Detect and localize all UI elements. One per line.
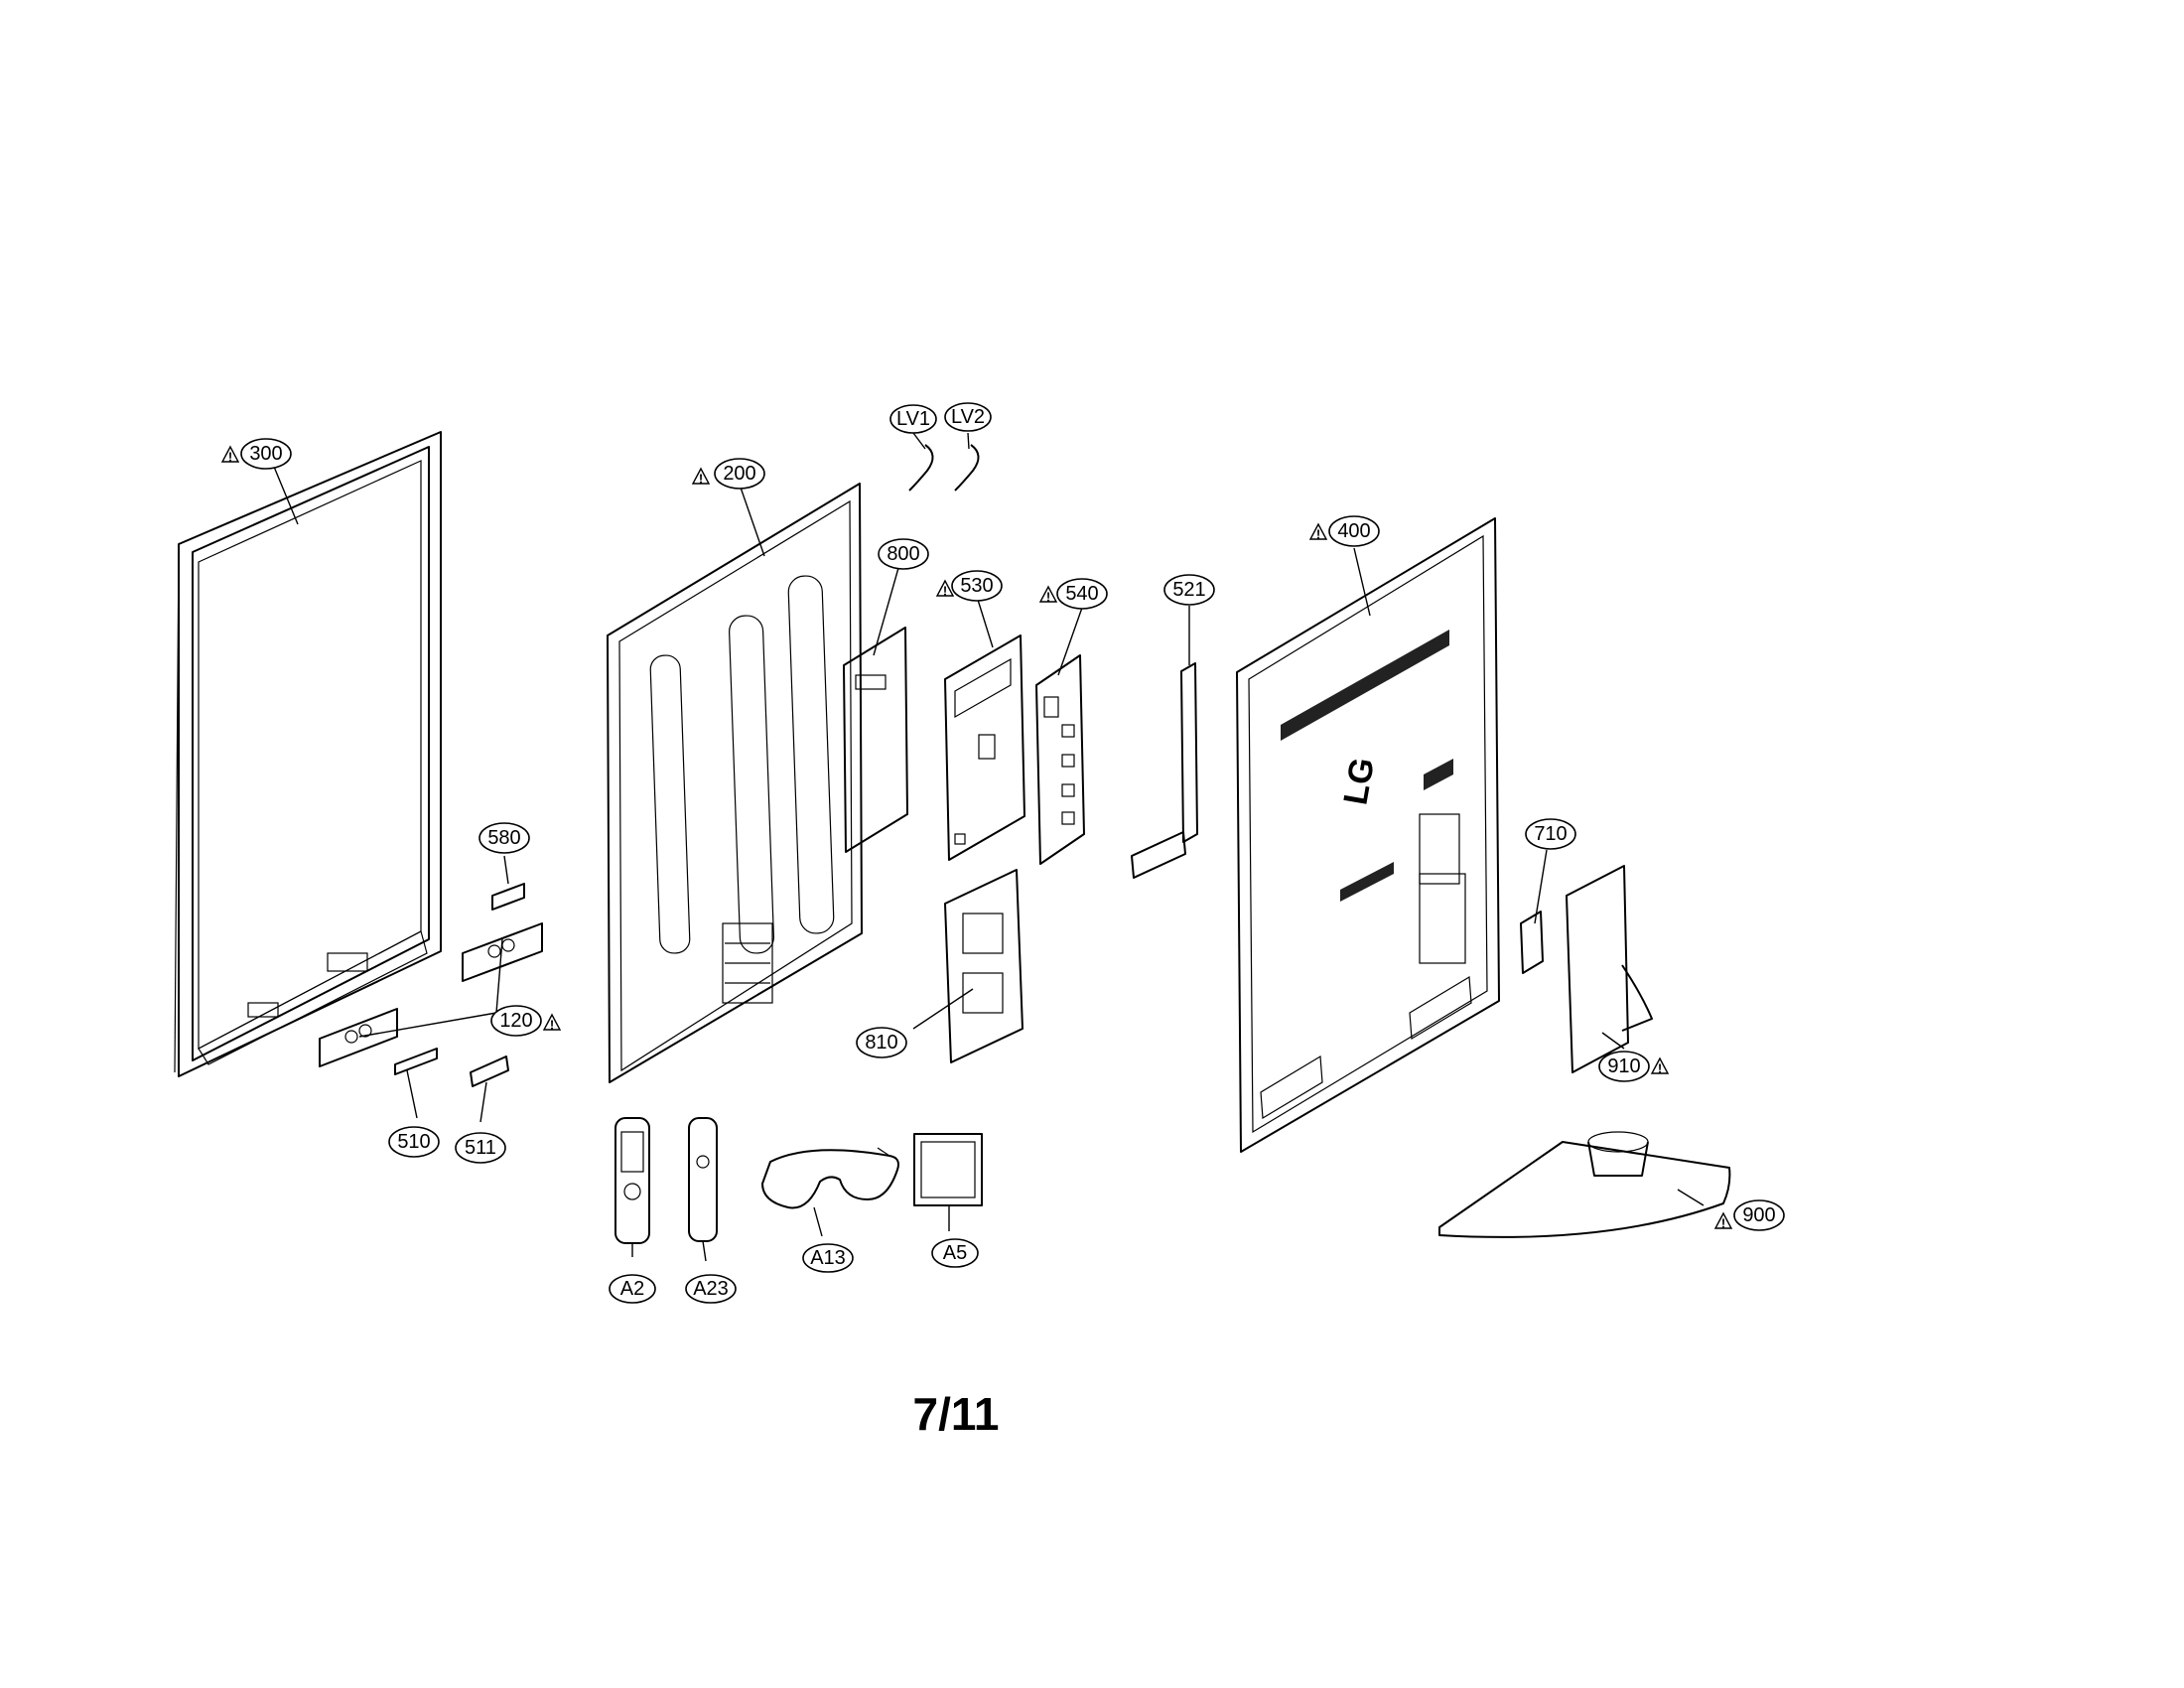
- callout-810: 810: [856, 1027, 907, 1058]
- callout-800: 800: [878, 538, 929, 570]
- svg-text:800: 800: [887, 543, 919, 565]
- svg-text:910: 910: [1607, 1055, 1640, 1077]
- callout-a2: A2: [609, 1274, 656, 1304]
- part-540-main-board: [1035, 654, 1085, 865]
- svg-text:LV1: LV1: [896, 408, 930, 430]
- callout-910: 910 !: [1598, 1051, 1670, 1082]
- svg-text:580: 580: [487, 827, 520, 849]
- part-120-speaker-lower: [319, 1008, 398, 1067]
- callout-a5: A5: [931, 1238, 979, 1268]
- part-710-cover: [1520, 911, 1544, 974]
- svg-text:900: 900: [1742, 1204, 1775, 1226]
- callout-lv2: LV2: [944, 402, 992, 432]
- part-a13-3d-glasses: [761, 1147, 899, 1209]
- part-lv1-cable: [908, 444, 934, 492]
- callout-300: ! 300: [220, 438, 292, 470]
- callout-120: 120 !: [490, 1005, 562, 1037]
- warning-icon: !: [1308, 522, 1328, 542]
- warning-icon: !: [220, 445, 240, 465]
- part-521-side-board: [1131, 662, 1198, 879]
- svg-text:511: 511: [465, 1137, 496, 1159]
- warning-icon: !: [1713, 1211, 1733, 1231]
- svg-text:300: 300: [249, 443, 282, 465]
- svg-text:!: !: [1721, 1216, 1725, 1231]
- callout-lv1: LV1: [889, 404, 937, 434]
- part-300-front-bezel: [174, 431, 442, 1077]
- callout-400: ! 400: [1308, 515, 1380, 547]
- part-a23-magic-remote: [688, 1117, 718, 1242]
- svg-text:A13: A13: [810, 1247, 846, 1269]
- svg-text:!: !: [943, 584, 947, 599]
- part-a2-remote: [614, 1117, 650, 1244]
- callout-530: ! 530: [935, 570, 1003, 602]
- warning-icon: !: [542, 1013, 562, 1033]
- svg-text:510: 510: [397, 1131, 430, 1153]
- part-lv2-cable: [954, 444, 980, 492]
- part-a5-cleaning-cloth: [913, 1133, 983, 1206]
- brand-logo: LG: [1336, 755, 1382, 807]
- part-530-power-board: [944, 634, 1025, 861]
- svg-text:!: !: [699, 472, 703, 487]
- callout-a13: A13: [802, 1243, 854, 1273]
- svg-text:!: !: [228, 450, 232, 465]
- part-910-stand-neck: [1566, 865, 1653, 1073]
- page-number: 7/11: [913, 1388, 1000, 1440]
- callout-510: 510: [388, 1126, 440, 1158]
- svg-text:200: 200: [723, 463, 755, 485]
- svg-text:!: !: [550, 1018, 554, 1033]
- part-200-chassis: [607, 483, 863, 1083]
- part-810-bracket: [944, 869, 1024, 1063]
- part-580-bracket: [491, 883, 525, 911]
- part-510-board: [394, 1048, 438, 1075]
- part-900-stand-base: [1438, 1131, 1731, 1238]
- svg-text:!: !: [1658, 1061, 1662, 1076]
- warning-icon: !: [691, 467, 711, 487]
- svg-text:400: 400: [1337, 520, 1370, 542]
- svg-text:540: 540: [1065, 583, 1098, 605]
- callout-540: ! 540: [1038, 578, 1108, 610]
- svg-text:LV2: LV2: [951, 406, 985, 428]
- callout-710: 710: [1525, 818, 1576, 850]
- svg-text:530: 530: [960, 575, 993, 597]
- callout-900: ! 900: [1713, 1199, 1785, 1231]
- warning-icon: !: [935, 579, 955, 599]
- svg-text:810: 810: [865, 1032, 897, 1054]
- svg-text:A23: A23: [693, 1278, 729, 1300]
- part-400-back-cover: LG: [1236, 517, 1500, 1153]
- callout-580: 580: [478, 822, 530, 854]
- svg-text:!: !: [1316, 527, 1320, 542]
- callout-521: 521: [1163, 574, 1215, 606]
- svg-text:!: !: [1046, 590, 1050, 605]
- warning-icon: !: [1650, 1056, 1670, 1076]
- callout-511: 511: [455, 1132, 506, 1164]
- part-800-shield: [843, 627, 908, 853]
- svg-text:120: 120: [499, 1010, 532, 1032]
- svg-text:A5: A5: [943, 1242, 967, 1264]
- part-120-speaker-upper: [462, 922, 543, 982]
- svg-text:710: 710: [1534, 823, 1567, 845]
- part-511-board: [470, 1055, 509, 1087]
- leader-lines: [273, 432, 1705, 1262]
- svg-text:521: 521: [1172, 579, 1205, 601]
- callout-200: ! 200: [691, 458, 765, 490]
- callout-a23: A23: [685, 1274, 737, 1304]
- warning-icon: !: [1038, 585, 1058, 605]
- svg-text:A2: A2: [620, 1278, 644, 1300]
